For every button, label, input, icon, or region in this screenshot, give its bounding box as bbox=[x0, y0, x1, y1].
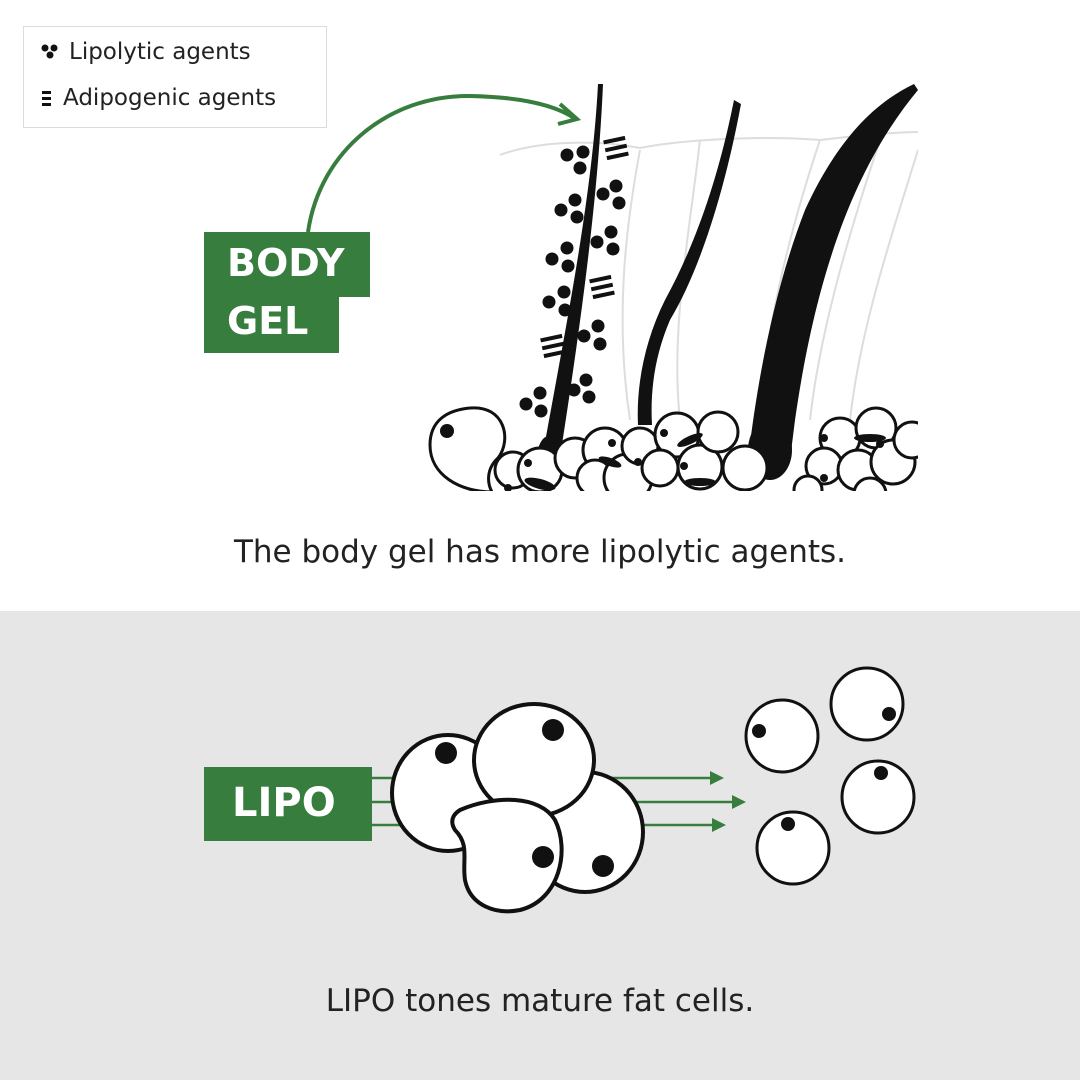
adipogenic-bars bbox=[540, 135, 629, 359]
body-gel-label-second-line bbox=[204, 296, 339, 353]
legend-label-adipogenic: Adipogenic agents bbox=[63, 85, 277, 111]
body-gel-label-line2: GEL bbox=[227, 299, 309, 343]
dots-cluster-icon bbox=[41, 44, 58, 59]
lipolytic-dots bbox=[519, 145, 626, 418]
body-gel-label bbox=[204, 232, 370, 297]
application-arrow bbox=[306, 93, 576, 233]
fat-cell-nuclei bbox=[440, 424, 886, 491]
lipo-label bbox=[204, 767, 372, 841]
toned-fat-cells bbox=[744, 666, 916, 886]
fat-cell-layer bbox=[428, 406, 918, 491]
hair-strand-2 bbox=[637, 100, 741, 425]
legend-label-lipolytic: Lipolytic agents bbox=[69, 39, 251, 65]
hair-strand-3 bbox=[748, 84, 918, 460]
lipo-label-text: LIPO bbox=[232, 780, 336, 826]
skin-hair-illustration bbox=[306, 84, 918, 491]
bottom-caption: LIPO tones mature fat cells. bbox=[325, 983, 755, 1019]
legend: Lipolytic agents Adipogenic agents bbox=[23, 26, 327, 128]
legend-item-adipogenic: Adipogenic agents bbox=[40, 85, 276, 111]
legend-item-lipolytic: Lipolytic agents bbox=[40, 39, 251, 65]
body-gel-label-line1: BODY bbox=[227, 241, 345, 285]
hair-strand-1 bbox=[540, 84, 603, 470]
top-caption: The body gel has more lipolytic agents. bbox=[233, 534, 847, 570]
mature-fat-cell-cluster bbox=[390, 702, 645, 914]
bars-stack-icon bbox=[42, 91, 51, 106]
toned-fat-cell-nuclei bbox=[752, 707, 896, 831]
mature-fat-cell-nuclei bbox=[435, 719, 614, 877]
